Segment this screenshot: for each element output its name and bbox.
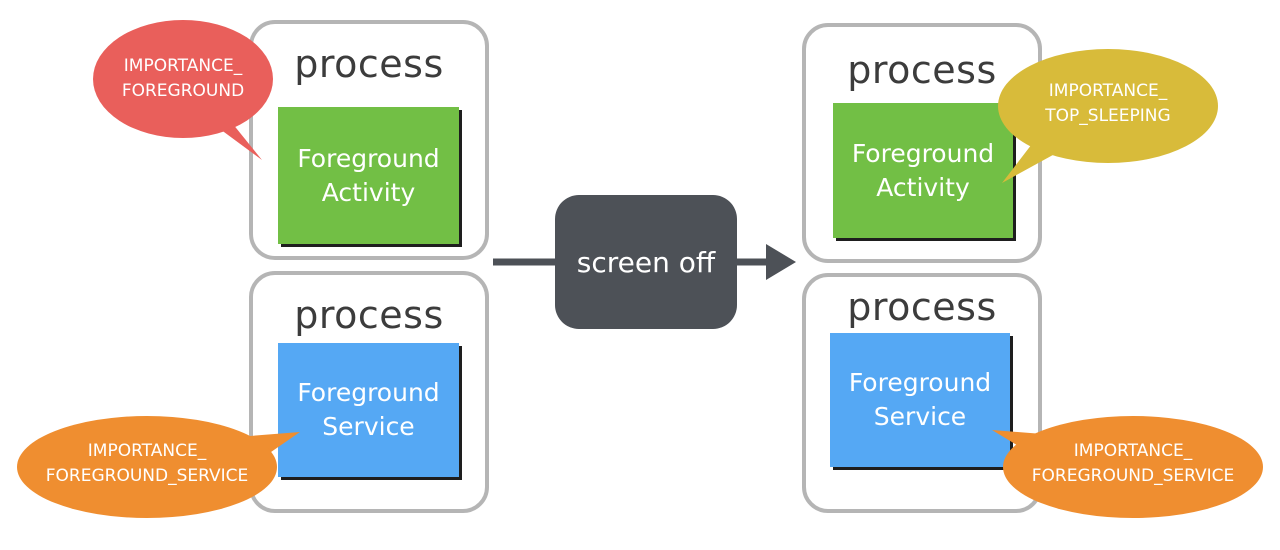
bubble-line: FOREGROUND_SERVICE (1031, 466, 1235, 486)
bubble-text-foreground-service-right: IMPORTANCE_ FOREGROUND_SERVICE (1013, 435, 1253, 493)
screen-off-label: screen off (576, 245, 716, 279)
bubble-line: IMPORTANCE_ (123, 56, 243, 76)
bubble-text-top-sleeping: IMPORTANCE_ TOP_SLEEPING (1018, 75, 1198, 133)
process-label: process (847, 285, 997, 329)
right-foreground-activity: Foreground Activity (833, 103, 1013, 238)
bubble-text-foreground-service-left: IMPORTANCE_ FOREGROUND_SERVICE (27, 435, 267, 493)
bubble-line: FOREGROUND_SERVICE (45, 466, 249, 486)
component-label-line: Foreground (297, 143, 440, 173)
bubble-line: IMPORTANCE_ (1073, 441, 1193, 461)
component-label-line: Service (873, 402, 967, 431)
bubble-line: IMPORTANCE_ (1048, 81, 1168, 101)
left-foreground-service: Foreground Service (278, 343, 459, 477)
process-label: process (294, 42, 444, 86)
left-foreground-activity: Foreground Activity (278, 107, 459, 244)
bubble-text-importance-foreground: IMPORTANCE_ FOREGROUND (103, 50, 263, 108)
screen-off-box: screen off (555, 195, 737, 329)
process-label: process (847, 48, 997, 92)
process-label: process (294, 293, 444, 337)
bubble-line: IMPORTANCE_ (87, 441, 207, 461)
component-label-line: Foreground (851, 138, 995, 168)
bubble-line: TOP_SLEEPING (1045, 106, 1171, 126)
component-label-line: Foreground (297, 378, 440, 407)
component-label-line: Service (322, 412, 415, 441)
component-label-line: Foreground (848, 368, 992, 397)
component-label-line: Activity (876, 172, 970, 202)
component-label-line: Activity (321, 177, 416, 207)
bubble-line: FOREGROUND (121, 81, 245, 101)
right-foreground-service: Foreground Service (830, 333, 1010, 467)
